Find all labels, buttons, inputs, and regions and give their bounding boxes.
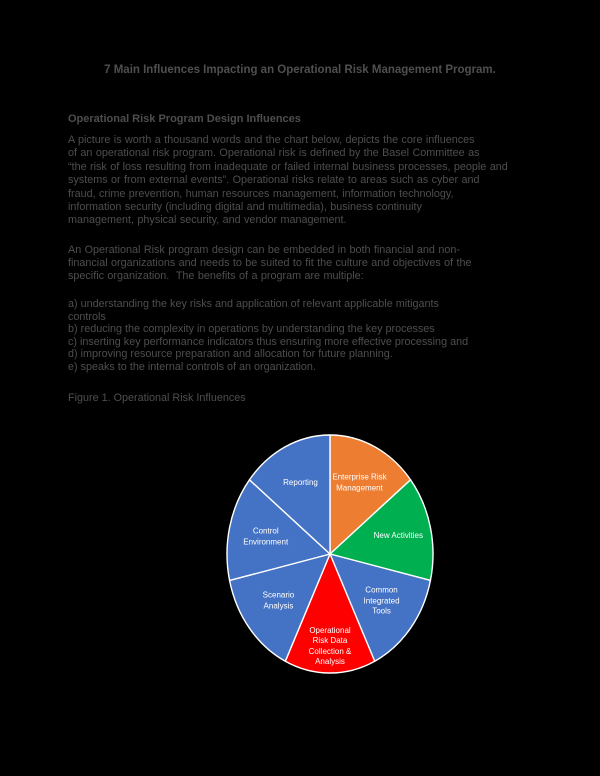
figure-caption: Figure 1. Operational Risk Influences — [68, 392, 246, 404]
paragraph-design-influences: A picture is worth a thousand words and … — [68, 134, 508, 227]
pie-slice — [329, 434, 412, 555]
pie-slice — [329, 479, 434, 582]
pie-slice — [248, 434, 331, 555]
pie-slice — [329, 553, 432, 662]
pie-chart-svg — [226, 434, 434, 674]
paragraph-program-embedding: An Operational Risk program design can b… — [68, 244, 472, 282]
pie-slice — [228, 553, 331, 662]
document-title: 7 Main Influences Impacting an Operation… — [104, 64, 496, 76]
pie-slice — [226, 479, 331, 582]
pie-slice — [284, 553, 376, 674]
benefits-list: a) understanding the key risks and appli… — [68, 298, 469, 373]
section-heading: Operational Risk Program Design Influenc… — [68, 113, 301, 125]
